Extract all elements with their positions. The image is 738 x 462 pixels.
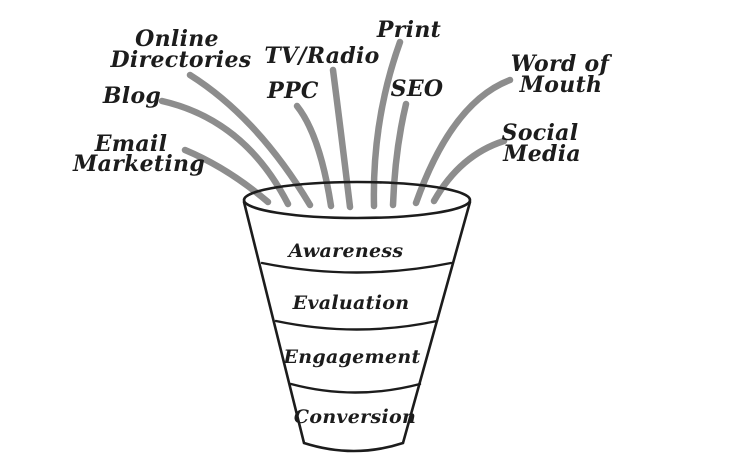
funnel-section-label-conversion: Conversion [294, 406, 416, 428]
channel-label-email-marketing-line2: Marketing [72, 151, 205, 177]
arrow-print [370, 38, 404, 210]
arrow-tv-radio [329, 66, 354, 211]
channel-label-online-directories-line1: Online [135, 26, 219, 52]
channel-label-email-marketing: Email Marketing [72, 131, 205, 177]
channel-label-seo: SEO [391, 76, 444, 102]
channel-label-print: Print [376, 17, 441, 43]
channel-label-online-directories: Online Directories [110, 26, 252, 73]
funnel-section-label-evaluation: Evaluation [292, 292, 410, 314]
channel-label-social-media-line2: Media [502, 141, 581, 167]
funnel-divider-1 [260, 261, 453, 274]
channel-label-word-of-mouth-line1: Word of [511, 51, 613, 77]
channel-label-tv-radio-line1: TV/Radio [264, 43, 379, 69]
funnel-section-label-engagement: Engagement [282, 346, 420, 368]
funnel-top-ellipse [242, 180, 472, 220]
arrow-blog [158, 97, 292, 208]
channel-label-blog: Blog [102, 83, 161, 109]
channel-label-online-directories-line2: Directories [110, 47, 252, 73]
inflow-arrows [158, 38, 514, 211]
channel-label-seo-line1: SEO [391, 76, 444, 102]
channel-label-word-of-mouth: Word of Mouth [511, 51, 613, 98]
arrow-word-of-mouth [412, 76, 514, 207]
funnel-section-labels: Awareness Evaluation Engagement Conversi… [282, 240, 420, 428]
arrow-seo [389, 100, 410, 209]
arrow-ppc [293, 102, 335, 210]
channel-label-print-line1: Print [376, 17, 441, 43]
channel-label-ppc-line1: PPC [266, 78, 319, 104]
funnel-section-label-awareness: Awareness [287, 240, 404, 262]
channel-labels: Email Marketing Blog Online Directories … [72, 17, 612, 177]
channel-label-blog-line1: Blog [102, 83, 161, 109]
channel-label-social-media: Social Media [502, 120, 581, 167]
channel-label-ppc: PPC [266, 78, 319, 104]
channel-label-word-of-mouth-line2: Mouth [519, 72, 603, 98]
funnel-body-outline [242, 200, 472, 453]
channel-label-tv-radio: TV/Radio [264, 43, 379, 69]
arrow-email-marketing [181, 146, 272, 206]
arrow-social-media [430, 137, 508, 205]
channel-label-social-media-line1: Social [502, 120, 579, 146]
funnel [242, 180, 472, 453]
funnel-divider-3 [289, 382, 422, 394]
funnel-divider-2 [274, 319, 439, 331]
channel-label-email-marketing-line1: Email [94, 131, 168, 157]
